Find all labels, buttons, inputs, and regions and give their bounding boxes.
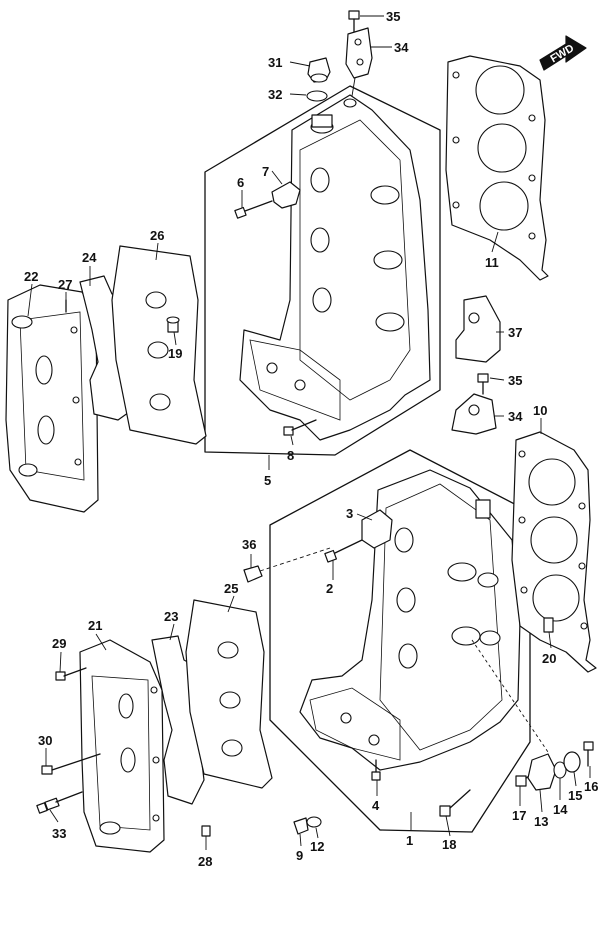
label-4: 4 (372, 798, 380, 813)
oil-filler-cap (307, 57, 331, 83)
label-35-upper: 35 (386, 9, 400, 24)
label-16: 16 (584, 779, 598, 794)
bolt-35-lower (477, 373, 489, 395)
label-12: 12 (310, 839, 324, 854)
bolt-8 (283, 419, 317, 436)
label-34-upper: 34 (394, 40, 409, 55)
dowel-20 (543, 617, 554, 633)
label-11: 11 (485, 255, 499, 270)
bolt-2 (324, 539, 363, 563)
head-cover-lower (79, 639, 165, 853)
label-18: 18 (442, 837, 456, 852)
label-5: 5 (264, 473, 271, 488)
bracket-34-upper (345, 27, 373, 79)
housing-13 (527, 753, 557, 791)
lower-head-frame (269, 449, 531, 833)
bolt-4 (371, 759, 381, 781)
label-10: 10 (533, 403, 547, 418)
label-27: 27 (58, 277, 72, 292)
label-36: 36 (242, 537, 256, 552)
cover-seal-26 (111, 245, 207, 445)
washer-12 (306, 816, 322, 828)
fwd-arrow-icon: FWD (539, 35, 587, 71)
label-28: 28 (198, 854, 212, 869)
grommet-9 (293, 817, 309, 835)
label-6: 6 (237, 175, 244, 190)
label-34-lower: 34 (508, 409, 523, 424)
lower-cylinder-head (299, 469, 521, 771)
label-9: 9 (296, 848, 303, 863)
dowel-28 (201, 825, 211, 837)
label-31: 31 (268, 55, 282, 70)
label-32: 32 (268, 87, 282, 102)
upper-head-frame (204, 85, 441, 456)
upper-cylinder-head (239, 94, 431, 441)
label-2: 2 (326, 581, 333, 596)
bolt-35-upper (348, 10, 360, 35)
grommet-19 (166, 316, 180, 333)
bracket-37 (455, 295, 501, 363)
head-gasket-upper (445, 55, 549, 281)
spark-plug-33 (36, 791, 83, 814)
label-25: 25 (224, 581, 238, 596)
label-15: 15 (568, 788, 582, 803)
bolt-29 (55, 667, 87, 681)
label-17: 17 (512, 808, 526, 823)
label-37: 37 (508, 325, 522, 340)
label-35-lower: 35 (508, 373, 522, 388)
bolt-16 (583, 741, 594, 767)
label-1: 1 (406, 833, 413, 848)
label-8: 8 (287, 448, 294, 463)
dowel-36 (243, 565, 263, 583)
fwd-label: FWD (548, 42, 576, 65)
callout-labels: 35 34 31 32 7 6 8 5 11 37 35 34 10 22 27… (24, 9, 598, 869)
head-gasket-lower (511, 431, 597, 673)
label-30: 30 (38, 733, 52, 748)
label-29: 29 (52, 636, 66, 651)
label-7: 7 (262, 164, 269, 179)
label-19: 19 (168, 346, 182, 361)
label-24: 24 (82, 250, 97, 265)
label-13: 13 (534, 814, 548, 829)
cap-15 (563, 751, 581, 773)
label-3: 3 (346, 506, 353, 521)
cover-seal-25 (185, 599, 273, 789)
label-26: 26 (150, 228, 164, 243)
bolt-30 (41, 753, 101, 775)
bolt-6 (234, 200, 273, 219)
leader-lines (27, 15, 591, 850)
bracket-7 (271, 181, 301, 209)
bolt-18 (439, 789, 471, 817)
label-33: 33 (52, 826, 66, 841)
head-cover-upper (5, 284, 99, 513)
label-22: 22 (24, 269, 38, 284)
o-ring-32 (306, 90, 328, 102)
label-20: 20 (542, 651, 556, 666)
label-14: 14 (553, 802, 568, 817)
label-23: 23 (164, 609, 178, 624)
label-21: 21 (88, 618, 102, 633)
